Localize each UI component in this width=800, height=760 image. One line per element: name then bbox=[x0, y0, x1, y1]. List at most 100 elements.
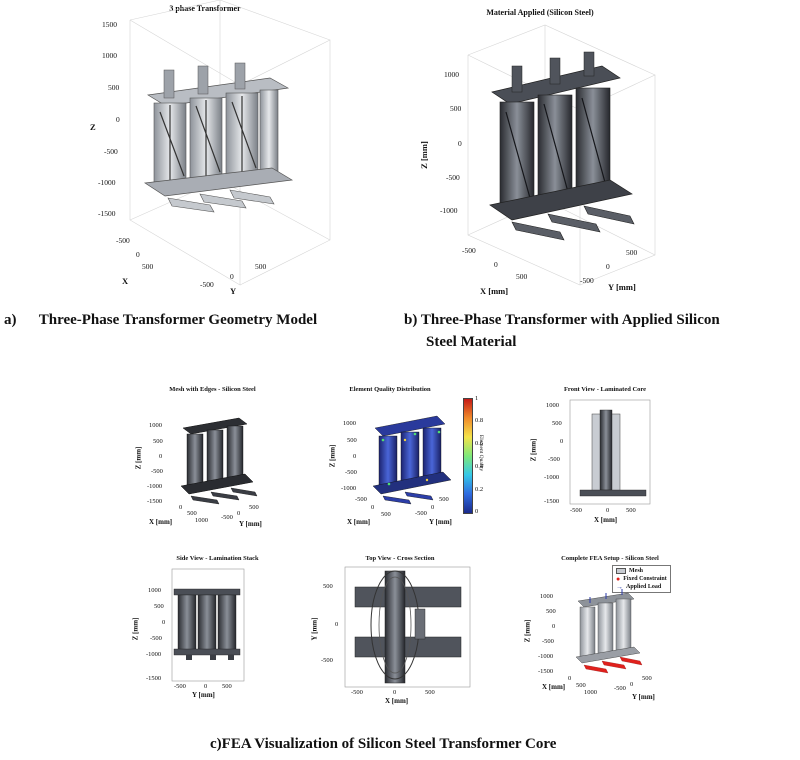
legend-item-fixed-constraint: ●Fixed Constraint bbox=[616, 575, 667, 583]
y-tick: 0 bbox=[630, 681, 634, 688]
y-axis-label: Y [mm] bbox=[239, 520, 262, 528]
z-tick: 0 bbox=[162, 619, 166, 626]
figure-b-title: Material Applied (Silicon Steel) bbox=[486, 8, 594, 17]
legend-label: Applied Load bbox=[626, 584, 662, 590]
y-tick: 500 bbox=[249, 504, 259, 511]
legend-label: Fixed Constraint bbox=[623, 576, 667, 582]
x-tick: 0 bbox=[494, 260, 498, 269]
caption-b-line1: b) Three-Phase Transformer with Applied … bbox=[404, 312, 720, 328]
x-tick: 500 bbox=[381, 511, 391, 518]
y-axis-label: Y [mm] bbox=[429, 518, 452, 526]
z-tick: 1000 bbox=[546, 402, 559, 409]
transformer-model-light bbox=[143, 62, 294, 213]
z-tick: -500 bbox=[345, 469, 357, 476]
x-tick: -500 bbox=[570, 507, 582, 514]
z-tick: 500 bbox=[450, 104, 462, 113]
y-tick: 500 bbox=[323, 583, 333, 590]
z-tick: -1500 bbox=[98, 209, 116, 218]
z-tick: 500 bbox=[546, 608, 556, 615]
z-tick: 0 bbox=[458, 139, 462, 148]
figure-c6-title: Complete FEA Setup - Silicon Steel bbox=[561, 555, 659, 562]
z-tick: 0 bbox=[552, 623, 556, 630]
mesh-model-c1 bbox=[180, 417, 258, 505]
z-tick: 500 bbox=[552, 420, 562, 427]
z-tick: -1000 bbox=[544, 474, 560, 481]
z-tick: 500 bbox=[154, 603, 164, 610]
y-tick: -500 bbox=[200, 280, 214, 289]
x-tick: -500 bbox=[116, 236, 130, 245]
top-view-frame bbox=[344, 566, 471, 688]
z-tick: 0 bbox=[159, 453, 163, 460]
z-tick: -500 bbox=[150, 635, 162, 642]
z-axis-label: Z [mm] bbox=[131, 617, 140, 641]
x-tick: 0 bbox=[136, 250, 140, 259]
y-axis-label: Y [mm] bbox=[608, 282, 636, 292]
y-tick: 500 bbox=[626, 248, 638, 257]
y-tick: -500 bbox=[321, 657, 333, 664]
x-tick: 0 bbox=[393, 689, 397, 696]
z-tick: 500 bbox=[347, 437, 357, 444]
z-tick: -500 bbox=[104, 147, 118, 156]
z-tick: 1000 bbox=[343, 420, 356, 427]
z-axis-label: Z bbox=[90, 122, 96, 132]
x-tick: 1000 bbox=[195, 517, 208, 524]
y-tick: -500 bbox=[415, 510, 427, 517]
x-tick: 500 bbox=[187, 510, 197, 517]
z-tick: 500 bbox=[153, 438, 163, 445]
y-axis-label: Y [mm] bbox=[632, 693, 655, 701]
colorbar-tick: 0.8 bbox=[475, 417, 484, 424]
x-axis-label: X [mm] bbox=[385, 697, 409, 705]
fea-setup-model-c6 bbox=[575, 589, 643, 674]
y-tick: 500 bbox=[642, 675, 652, 682]
x-tick: 500 bbox=[626, 507, 636, 514]
figure-b: Material Applied (Silicon Steel) 1000 50… bbox=[419, 0, 660, 300]
z-tick: -1000 bbox=[98, 178, 116, 187]
figure-a-title: 3 phase Transformer bbox=[169, 4, 241, 13]
quality-model-c2 bbox=[372, 415, 452, 505]
figure-c5-title: Top View - Cross Section bbox=[365, 555, 435, 562]
x-tick: 0 bbox=[568, 675, 572, 682]
z-tick: -1000 bbox=[146, 651, 162, 658]
z-tick: -500 bbox=[446, 173, 460, 182]
z-tick: 0 bbox=[116, 115, 120, 124]
z-tick: -1000 bbox=[341, 485, 357, 492]
z-tick: -500 bbox=[548, 456, 560, 463]
x-tick: -500 bbox=[355, 496, 367, 503]
figure-c4-title: Side View - Lamination Stack bbox=[176, 555, 259, 562]
z-tick: 1000 bbox=[540, 593, 553, 600]
figure-c4: Side View - Lamination Stack 1000 500 0 … bbox=[131, 545, 280, 699]
figure-c2: Element Quality Distribution 1000 500 0 … bbox=[315, 380, 500, 526]
z-tick: 500 bbox=[108, 83, 120, 92]
z-tick: 1000 bbox=[444, 70, 459, 79]
x-tick: -500 bbox=[351, 689, 363, 696]
x-tick: 0 bbox=[179, 504, 183, 511]
z-tick: 1500 bbox=[102, 20, 117, 29]
x-axis-label: X [mm] bbox=[480, 286, 509, 296]
legend-swatch-load: → bbox=[616, 583, 623, 591]
z-tick: 0 bbox=[353, 453, 357, 460]
y-tick: -500 bbox=[221, 514, 233, 521]
y-tick: 500 bbox=[255, 262, 267, 271]
z-tick: -1500 bbox=[544, 498, 560, 505]
legend-item-mesh: Mesh bbox=[616, 567, 667, 575]
figure-c3-title: Front View - Laminated Core bbox=[563, 386, 647, 393]
figure-a: 3 phase Transformer 1500 1000 500 0 -500… bbox=[90, 0, 331, 300]
y-axis-label: Y bbox=[230, 286, 237, 296]
z-tick: -500 bbox=[542, 638, 554, 645]
legend-item-applied-load: →Applied Load bbox=[616, 583, 667, 591]
z-tick: -1500 bbox=[146, 675, 162, 682]
colorbar-tick: 0 bbox=[475, 508, 479, 515]
legend-swatch-fixed: ● bbox=[616, 575, 621, 583]
colorbar-tick: 0.2 bbox=[475, 486, 484, 493]
x-tick: 500 bbox=[142, 262, 154, 271]
figure-c5: Top View - Cross Section 500 0 -500 Y [m… bbox=[310, 545, 475, 705]
figure-c6: Complete FEA Setup - Silicon Steel Mesh … bbox=[520, 545, 700, 705]
y-axis-label: Y [mm] bbox=[310, 617, 319, 641]
z-tick: -500 bbox=[151, 468, 163, 475]
front-view-frame bbox=[569, 399, 651, 505]
x-tick: 500 bbox=[576, 682, 586, 689]
y-tick: 500 bbox=[222, 683, 232, 690]
z-tick: -1000 bbox=[538, 653, 554, 660]
y-tick: -500 bbox=[614, 685, 626, 692]
z-tick: 1000 bbox=[102, 51, 117, 60]
